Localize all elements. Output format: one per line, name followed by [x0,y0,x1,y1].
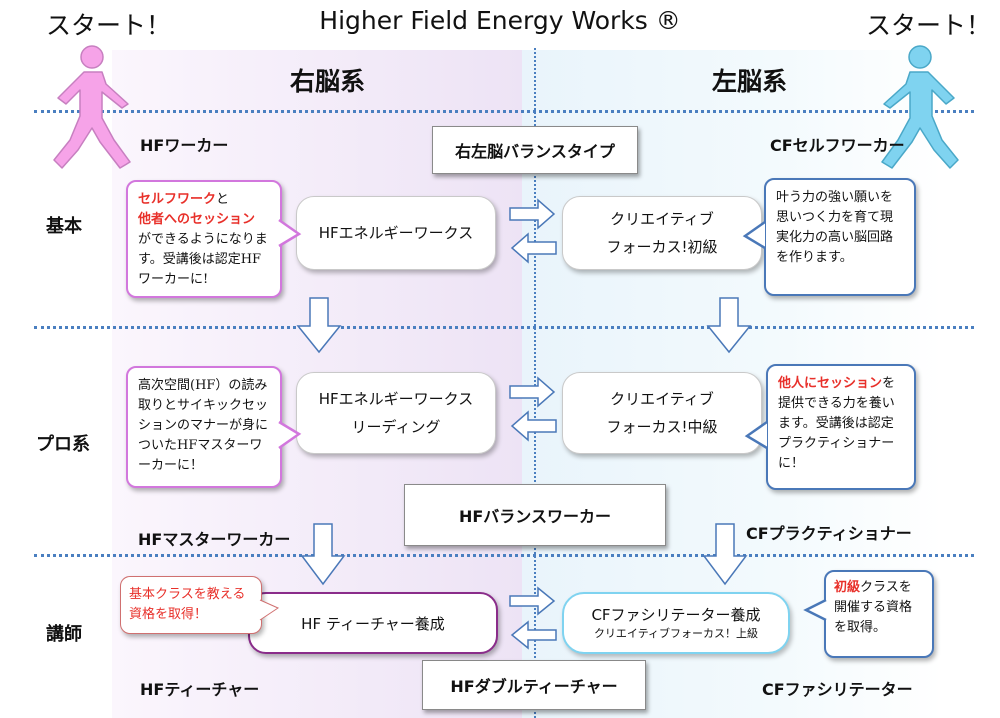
course-hf-reading-line2: リーディング [351,418,441,436]
bubble-red-beginner: 初級 [834,580,861,595]
bubble-red-session-others-2: 他人にセッション [778,376,883,391]
center-divider [534,48,536,718]
bubble-hf-worker-info: セルフワークと 他者へのセッション ができるようになります。受講後は認定HFワー… [126,180,282,298]
down-arrow-icon [300,523,346,586]
double-arrow-icon [509,586,557,650]
bubble-text-hf-teacher: 基本クラスを教える資格を取得！ [129,587,246,622]
bubble-hf-teacher-info: 基本クラスを教える資格を取得！ [120,576,262,634]
bubble-tail [742,220,766,250]
label-hf-master-worker: HFマスターワーカー [138,530,291,549]
course-hf-teacher-training: HF ティーチャー養成 [248,592,498,654]
label-hf-teacher: HFティーチャー [140,680,260,699]
down-arrow-icon [706,297,752,354]
bubble-text-cf-facilitator: クラスを開催する資格を取得。 [834,580,913,635]
down-arrow-icon [702,523,748,586]
down-arrow-icon [296,297,342,354]
course-hf-energy-works-text: HFエネルギーワークス [318,224,474,242]
row-label-teacher: 講師 [46,624,82,645]
hf-double-teacher-box: HFダブルティーチャー [422,660,646,710]
bubble-red-self-work: セルフワーク [138,192,217,207]
course-cf-intermediate-line2: フォーカス!中級 [606,418,718,436]
balance-type-label: 右左脳バランスタイプ [455,142,615,161]
course-cf-intermediate: クリエイティブ フォーカス!中級 [562,372,762,454]
column-header-right-brain: 右脳系 [290,67,366,96]
row-label-pro: プロ系 [36,434,90,455]
course-hf-teacher-training-text: HF ティーチャー養成 [301,614,445,633]
course-cf-facilitator-subtitle: クリエイティブフォーカス！上級 [593,627,759,640]
course-cf-facilitator-title: CFファシリテーター養成 [591,606,761,624]
divider-basic-pro [34,326,974,329]
bubble-cf-facilitator-info: 初級クラスを開催する資格を取得。 [824,570,934,658]
divider-top [34,110,974,113]
label-hf-worker: HFワーカー [140,136,229,155]
bubble-text-cf-practitioner: を提供できる力を養います。受講後は認定プラクティショナーに！ [778,376,896,471]
double-arrow-icon [509,198,557,264]
hf-balance-worker-box: HFバランスワーカー [404,484,666,546]
bubble-tail [278,420,302,450]
label-cf-practitioner: CFプラクティショナー [746,524,912,543]
bubble-tail [259,599,280,621]
bubble-text-and: と [216,192,230,207]
page-title: Higher Field Energy Works ® [319,6,681,35]
bubble-text-cf-beginner: 叶う力の強い願いを思いつく力を育て現実化力の高い脳回路を作ります。 [776,190,894,265]
course-hf-reading-line1: HFエネルギーワークス [318,390,474,408]
start-label-left: スタート！ [46,11,172,40]
balance-type-box: 右左脳バランスタイプ [432,126,638,174]
course-cf-facilitator-training: CFファシリテーター養成 クリエイティブフォーカス！上級 [562,592,790,654]
bubble-cf-beginner-info: 叶う力の強い願いを思いつく力を育て現実化力の高い脳回路を作ります。 [764,178,916,296]
bubble-text-hf-master: 高次空間(HF）の読み取りとサイキックセッションのマナーが身についたHFマスター… [138,378,269,473]
hf-double-teacher-label: HFダブルティーチャー [450,677,618,696]
walking-person-cyan-icon [881,45,959,169]
bubble-hf-master-info: 高次空間(HF）の読み取りとサイキックセッションのマナーが身についたHFマスター… [126,366,282,488]
course-cf-beginner: クリエイティブ フォーカス!初級 [562,196,762,270]
hf-balance-worker-label: HFバランスワーカー [458,507,611,526]
divider-pro-teacher [34,554,974,557]
bubble-red-session-others: 他者へのセッション [138,212,256,227]
bubble-cf-practitioner-info: 他人にセッションを提供できる力を養います。受講後は認定プラクティショナーに！ [766,364,916,490]
course-hf-reading: HFエネルギーワークス リーディング [296,372,496,454]
bubble-tail [803,598,827,622]
double-arrow-icon [509,376,557,442]
walking-person-pink-icon [53,45,131,169]
column-header-left-brain: 左脳系 [712,67,788,96]
course-cf-intermediate-line1: クリエイティブ [610,390,714,408]
course-hf-energy-works: HFエネルギーワークス [296,196,496,270]
bubble-tail [744,420,768,450]
bubble-tail [278,218,302,248]
course-cf-beginner-line1: クリエイティブ [610,210,714,228]
row-label-basic: 基本 [46,216,82,237]
course-cf-beginner-line2: フォーカス!初級 [606,238,718,256]
label-cf-facilitator: CFファシリテーター [762,680,913,699]
start-label-right: スタート！ [866,11,992,40]
bubble-text-hf-worker: ができるようになります。受講後は認定HFワーカーに! [138,232,268,287]
label-cf-self-worker: CFセルフワーカー [770,136,905,155]
